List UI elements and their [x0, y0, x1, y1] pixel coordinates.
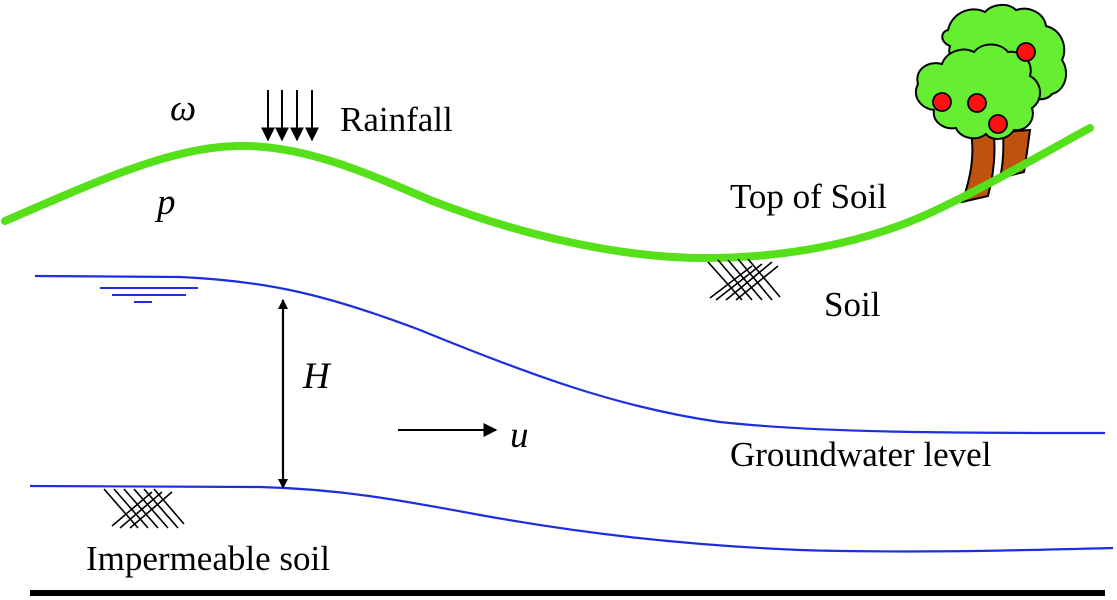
label-omega: ω — [170, 88, 196, 129]
rain-arrows-icon — [261, 90, 319, 142]
impermeable-hatch-icon — [103, 488, 185, 529]
groundwater-level-line — [34, 274, 1106, 435]
label-u: u — [510, 415, 529, 456]
label-p: p — [154, 182, 176, 223]
label-groundwater-level: Groundwater level — [730, 435, 992, 474]
label-impermeable-soil: Impermeable soil — [86, 539, 330, 578]
label-top-of-soil: Top of Soil — [730, 177, 887, 216]
label-soil: Soil — [824, 285, 881, 324]
tree-icon — [915, 4, 1068, 204]
label-rainfall: Rainfall — [340, 100, 453, 139]
impermeable-boundary-line — [29, 484, 1114, 553]
soil-hatch-icon — [707, 258, 781, 301]
label-h: H — [302, 356, 332, 397]
soil-surface-line — [1, 124, 1094, 263]
water-table-icon — [100, 287, 198, 303]
